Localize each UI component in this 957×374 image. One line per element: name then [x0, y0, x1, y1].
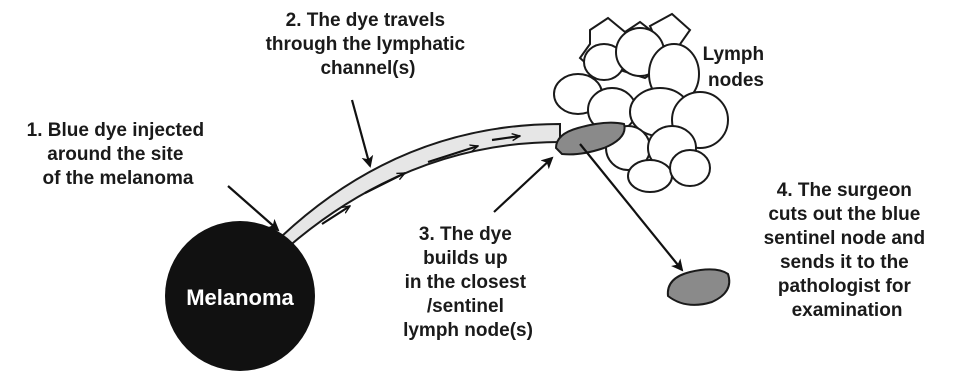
lymph-nodes-label: Lymph nodes: [703, 44, 770, 91]
arrow-step-3: [494, 158, 552, 212]
melanoma-label: Melanoma: [186, 285, 294, 310]
arrow-step-2: [352, 100, 370, 166]
step-3-label: 3. The dye builds up in the closest /sen…: [403, 224, 533, 341]
removed-sentinel-node: [668, 269, 729, 304]
step-2-label: 2. The dye travels through the lymphatic…: [266, 10, 471, 79]
lymph-node-cluster: [554, 14, 728, 192]
step-4-label: 4. The surgeon cuts out the blue sentine…: [764, 180, 931, 321]
step-1-label: 1. Blue dye injected around the site of …: [27, 120, 210, 189]
